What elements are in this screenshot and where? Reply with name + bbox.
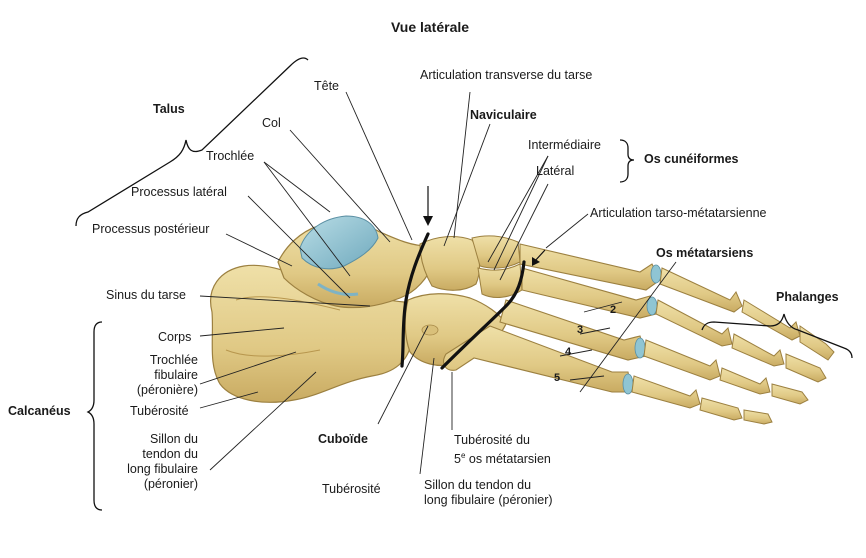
- label-corps: Corps: [158, 330, 192, 344]
- metatarsals: [443, 243, 661, 393]
- label-sinus-du-tarse: Sinus du tarse: [106, 288, 186, 302]
- group-phalanges: Phalanges: [776, 290, 839, 304]
- label-intermediaire: Intermédiaire: [528, 138, 601, 152]
- group-talus: Talus: [153, 102, 185, 116]
- metatarsal-number-2: 2: [610, 304, 617, 316]
- group-metatarsiens: Os métatarsiens: [656, 246, 754, 260]
- metatarsal-number-3: 3: [577, 324, 584, 336]
- label-tete: Tête: [314, 79, 340, 93]
- cuneiform-intermediate: [471, 235, 521, 269]
- group-cuneiformes: Os cunéiformes: [644, 152, 739, 166]
- label-tuberosite-calcaneus: Tubérosité: [130, 404, 189, 418]
- label-trochlee-fibulaire: Trochlée fibulaire (péronière): [136, 353, 198, 397]
- label-cuboide: Cuboïde: [318, 432, 368, 446]
- label-tuberosite-5e-metatarsien: Tubérosité du 5e os métatarsien: [454, 433, 551, 467]
- label-col: Col: [262, 116, 281, 130]
- joint-lines: [400, 232, 526, 370]
- navicular-bone: [419, 235, 481, 291]
- group-calcaneus: Calcanéus: [8, 404, 71, 418]
- leader-lines: [199, 91, 677, 475]
- label-sillon-cuboide: Sillon du tendon du long fibulaire (péro…: [424, 478, 553, 507]
- braces: [75, 57, 853, 511]
- label-tuberosite-cuboide: Tubérosité: [322, 482, 381, 496]
- label-processus-posterieur: Processus postérieur: [92, 222, 210, 236]
- label-sillon-calcaneus: Sillon du tendon du long fibulaire (péro…: [127, 432, 198, 491]
- label-processus-lateral: Processus latéral: [131, 185, 227, 199]
- label-articulation-tarso: Articulation tarso-métatarsienne: [590, 206, 767, 220]
- label-trochlee: Trochlée: [206, 149, 255, 163]
- metatarsal-number-4: 4: [565, 346, 572, 358]
- metatarsal-number-5: 5: [554, 372, 561, 384]
- phalanges: [631, 267, 835, 425]
- label-lateral: Latéral: [536, 164, 575, 178]
- trochlea-cartilage: [299, 215, 379, 270]
- label-naviculaire: Naviculaire: [470, 108, 537, 122]
- figure-title: Vue latérale: [390, 19, 470, 35]
- label-articulation-transverse: Articulation transverse du tarse: [420, 68, 593, 82]
